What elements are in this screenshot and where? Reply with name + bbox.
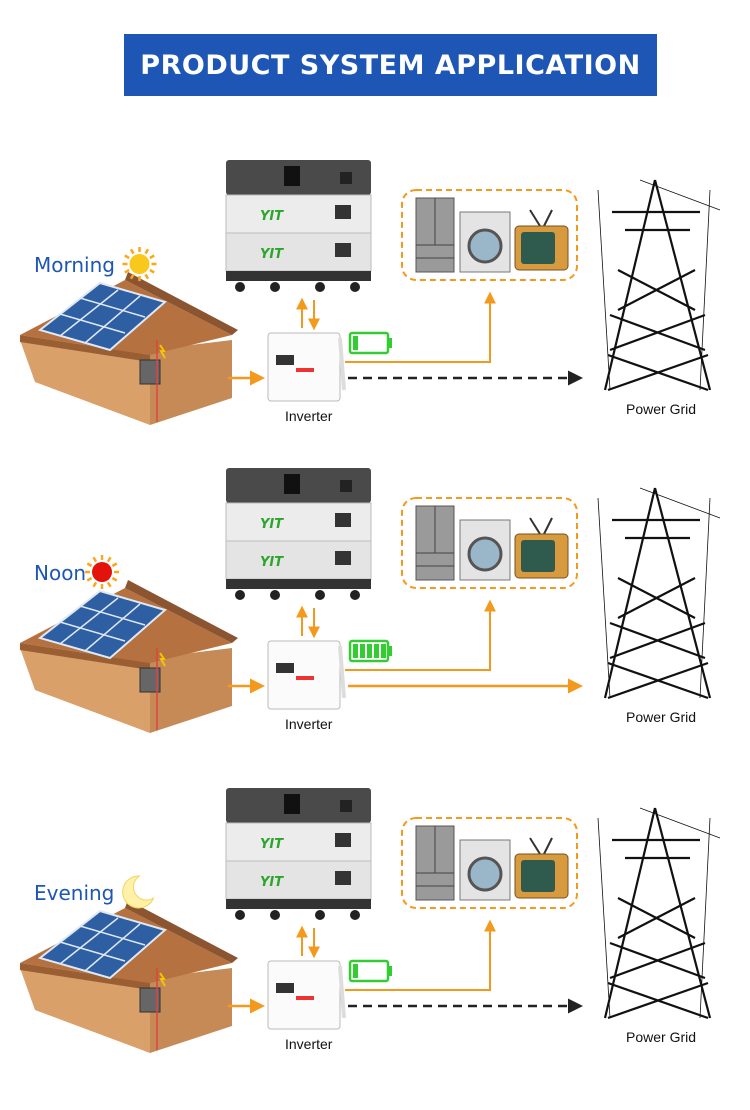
house-icon bbox=[20, 900, 238, 1053]
inverter-label: Inverter bbox=[285, 716, 333, 732]
brand-logo: YIT bbox=[260, 247, 284, 262]
battery-level-icon bbox=[348, 331, 392, 355]
brand-logo: YIT bbox=[260, 209, 284, 224]
power-grid-tower-icon bbox=[597, 807, 721, 1020]
power-grid-tower-icon bbox=[597, 487, 721, 700]
house-icon bbox=[20, 580, 238, 733]
television-icon bbox=[514, 517, 569, 579]
refrigerator-icon bbox=[415, 825, 455, 901]
sun-icon bbox=[85, 555, 119, 589]
scenario-morning: Morning YIT YIT bbox=[0, 150, 750, 450]
battery-level-bar bbox=[381, 644, 386, 658]
solar-panel-icon bbox=[37, 909, 168, 980]
washing-machine-icon bbox=[459, 519, 511, 581]
inverter-icon bbox=[267, 960, 346, 1030]
brand-logo: YIT bbox=[260, 555, 284, 570]
battery-stack: YIT YIT bbox=[225, 788, 372, 920]
battery-level-icon bbox=[348, 639, 392, 663]
battery-stack: YIT YIT bbox=[225, 468, 372, 600]
solar-panel-icon bbox=[37, 281, 168, 352]
battery-charge-arrows bbox=[296, 605, 320, 639]
home-appliances-group bbox=[401, 497, 578, 589]
battery-level-bar bbox=[353, 964, 358, 978]
solar-panel-icon bbox=[37, 589, 168, 660]
battery-level-bar bbox=[353, 644, 358, 658]
page-title-banner: PRODUCT SYSTEM APPLICATION bbox=[124, 34, 657, 96]
house-icon bbox=[20, 272, 238, 425]
inverter-label: Inverter bbox=[285, 1036, 333, 1052]
home-appliances-group bbox=[401, 189, 578, 281]
brand-logo: YIT bbox=[260, 517, 284, 532]
page-title: PRODUCT SYSTEM APPLICATION bbox=[140, 49, 641, 81]
battery-charge-arrows bbox=[296, 925, 320, 959]
washing-machine-icon bbox=[459, 211, 511, 273]
television-icon bbox=[514, 837, 569, 899]
sun-icon bbox=[122, 247, 157, 281]
battery-level-bar bbox=[360, 644, 365, 658]
inverter-icon bbox=[267, 332, 346, 402]
battery-level-icon bbox=[348, 959, 392, 983]
brand-logo: YIT bbox=[260, 875, 284, 890]
moon-icon bbox=[122, 875, 155, 909]
home-appliances-group bbox=[401, 817, 578, 909]
battery-charge-arrows bbox=[296, 297, 320, 331]
refrigerator-icon bbox=[415, 197, 455, 273]
power-grid-tower-icon bbox=[597, 179, 721, 392]
power-grid-label: Power Grid bbox=[626, 709, 696, 725]
scenario-evening: Evening YIT YIT bbox=[0, 778, 750, 1078]
scenario-diagram: Evening YIT YIT bbox=[20, 788, 721, 1053]
refrigerator-icon bbox=[415, 505, 455, 581]
scenario-diagram: Morning YIT YIT bbox=[20, 160, 721, 425]
washing-machine-icon bbox=[459, 839, 511, 901]
period-label-morning: Morning bbox=[34, 253, 115, 277]
period-label-evening: Evening bbox=[34, 881, 114, 905]
scenario-noon: Noon YIT YIT bbox=[0, 458, 750, 758]
brand-logo: YIT bbox=[260, 837, 284, 852]
battery-level-bar bbox=[353, 336, 358, 350]
period-label-noon: Noon bbox=[34, 561, 86, 585]
power-grid-label: Power Grid bbox=[626, 401, 696, 417]
inverter-label: Inverter bbox=[285, 408, 333, 424]
television-icon bbox=[514, 209, 569, 271]
inverter-icon bbox=[267, 640, 346, 710]
power-grid-label: Power Grid bbox=[626, 1029, 696, 1045]
battery-stack: YIT YIT bbox=[225, 160, 372, 292]
scenario-diagram: Noon YIT YIT bbox=[20, 468, 721, 733]
battery-level-bar bbox=[367, 644, 372, 658]
battery-level-bar bbox=[374, 644, 379, 658]
